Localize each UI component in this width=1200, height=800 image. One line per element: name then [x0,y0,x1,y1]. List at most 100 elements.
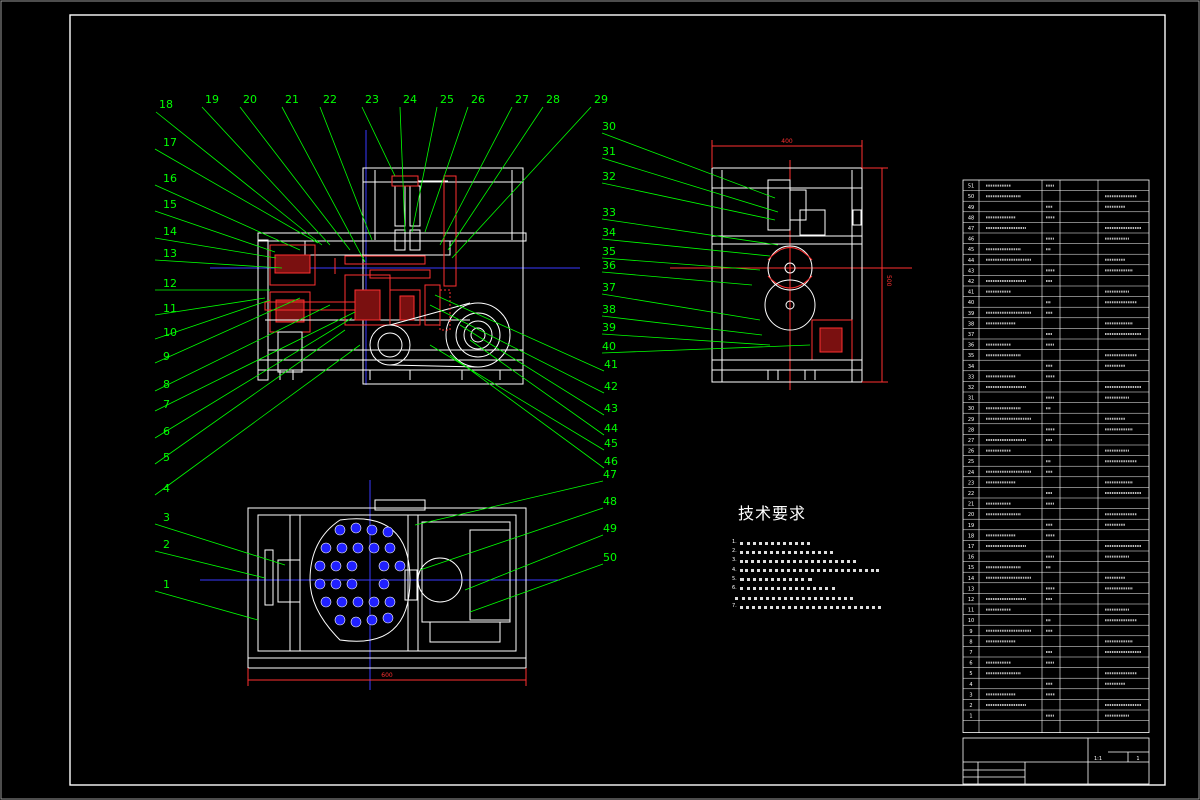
bom-row-number: 24 [968,470,974,476]
leader-number: 48 [603,495,617,508]
technical-requirement-number: 2. [732,548,737,555]
title-block-sheet: 1 [1136,756,1139,762]
leader-line [154,299,271,340]
leader-number: 18 [159,98,173,111]
technical-requirement-item: 4. [732,566,962,575]
leader-line [434,294,605,372]
bom-row-number: 11 [968,608,974,614]
leader-number: 3 [163,511,170,524]
leader-line [451,106,592,259]
bom-row-number: 44 [968,258,974,264]
bom-row-number: 18 [968,533,974,539]
bom-row-number: 43 [968,268,974,274]
bom-outline [962,179,1150,733]
technical-requirement-number: 4. [732,566,737,573]
bom-row-number: 10 [968,618,974,624]
leader-line [154,297,301,364]
leader-number: 41 [604,358,618,371]
bom-row-number: 49 [968,205,974,211]
leader-line [447,106,544,251]
leader-line [154,237,277,259]
leader-line [154,311,356,412]
leader-line [239,106,351,251]
title-block-scale: 1:1 [1094,756,1102,762]
leader-line [601,182,776,221]
leader-number: 46 [604,455,618,468]
leader-number: 40 [602,340,616,353]
leader-line [429,344,605,451]
leader-line [154,148,319,244]
bom-row-number: 22 [968,491,974,497]
bom-row-number: 12 [968,597,974,603]
side-view [670,140,912,390]
side-width-dimension: 400 [781,138,793,145]
bom-row-number: 4 [969,682,972,688]
leader-number: 39 [602,321,616,334]
leader-number: 26 [471,93,485,106]
bom-row-number: 36 [968,343,974,349]
leader-line [601,271,753,286]
leader-number: 23 [365,93,379,106]
technical-requirement-number: 3. [732,557,737,564]
leader-line [154,297,266,316]
leader-number: 9 [163,350,170,363]
bom-row-number: 25 [968,459,974,465]
bom-row-number: 50 [968,194,974,200]
bom-row-number: 40 [968,300,974,306]
bom-row-number: 35 [968,353,974,359]
leader-line [154,184,301,251]
leader-line [411,106,438,233]
title-block [962,737,1150,785]
leader-number: 29 [594,93,608,106]
technical-requirement-text [739,575,812,582]
leader-line [399,106,406,233]
bom-row-number: 19 [968,523,974,529]
inner-frame [69,14,1166,786]
leader-number: 44 [604,422,618,435]
leader-line [601,218,779,246]
technical-requirement-text [739,566,879,573]
leader-number: 14 [163,225,177,238]
leader-number: 31 [602,145,616,158]
bom-row-number: 9 [969,629,972,635]
technical-requirement-item: 1. [732,538,962,547]
leader-number: 47 [603,468,617,481]
plan-view [200,480,560,690]
leader-line [155,111,323,246]
bom-row-number: 34 [968,364,974,370]
leader-line [319,106,373,241]
leader-number: 16 [163,172,177,185]
bom-row-number: 33 [968,374,974,380]
technical-requirement-number: 6. [732,584,737,591]
bom-row-number: 26 [968,449,974,455]
leader-number: 37 [602,281,616,294]
bom-row-number: 42 [968,279,974,285]
leader-line [449,354,605,469]
leader-line [154,523,286,566]
technical-requirement-number: 7. [732,603,737,610]
leader-number: 36 [602,259,616,272]
technical-requirement-text [735,594,853,600]
leader-line [601,132,776,199]
leader-line [424,106,469,233]
bom-row-number: 15 [968,565,974,571]
leader-line [601,315,763,336]
leader-line [469,339,605,436]
leader-line [414,480,604,526]
leader-number: 38 [602,303,616,316]
leader-line [154,259,283,269]
leader-number: 35 [602,245,616,258]
bom-table: 5150494847464544434241403938373635343332… [962,179,1150,733]
leader-line [154,317,353,439]
bom-row-number: 32 [968,385,974,391]
leader-number: 30 [602,120,616,133]
leader-line [419,507,604,571]
bom-row-number: 17 [968,544,974,550]
technical-requirements-list: 1.2.3.4.5.6.7. [732,538,962,612]
leader-number: 50 [603,551,617,564]
leader-line [601,257,761,271]
leader-line [154,304,331,392]
leader-number: 11 [163,302,177,315]
